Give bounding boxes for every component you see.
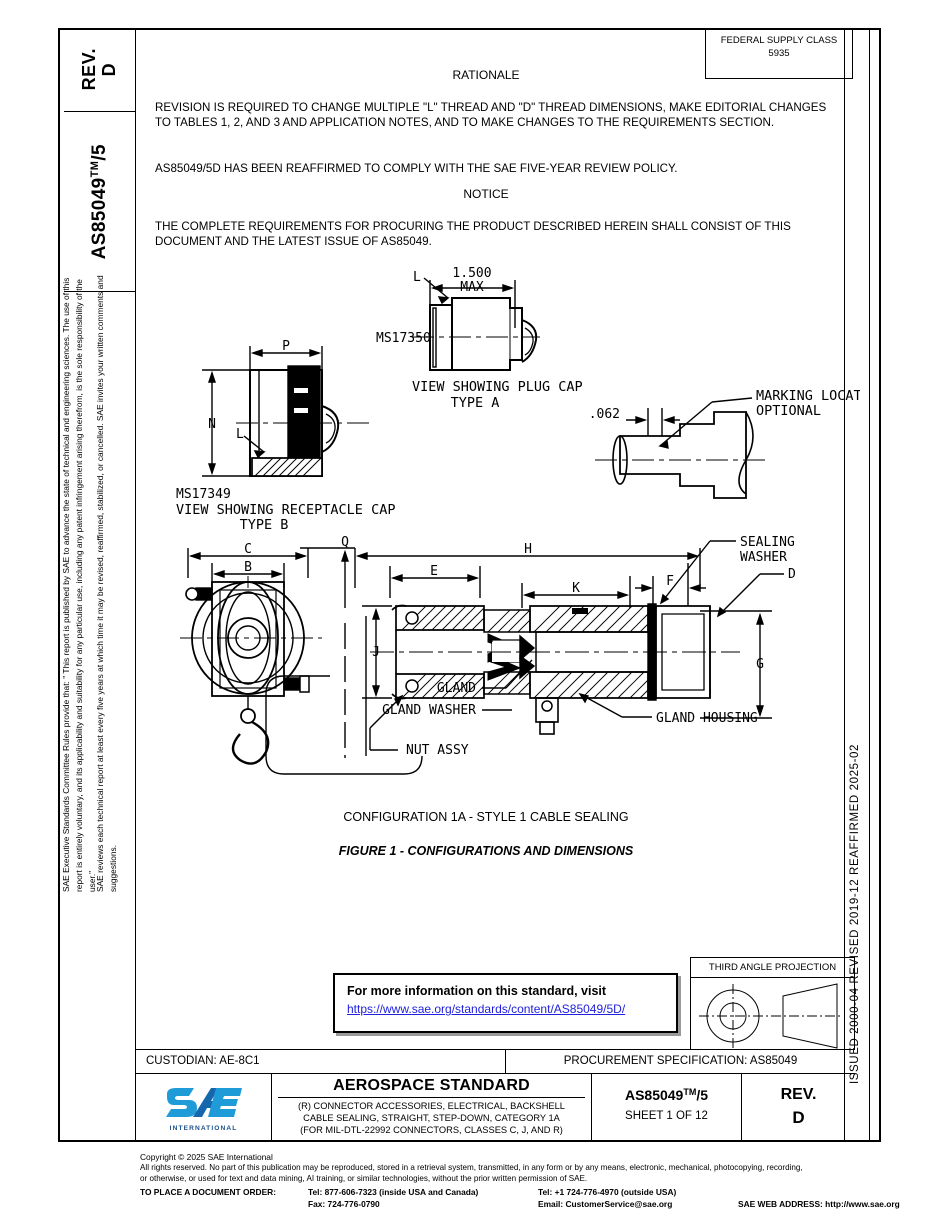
desc-line-2: CABLE SEALING, STRAIGHT, STEP-DOWN, CATE… <box>303 1112 560 1123</box>
third-angle-symbol <box>699 983 841 1049</box>
standard-info-box: For more information on this standard, v… <box>333 973 678 1033</box>
plug-dim-value: 1.500 <box>452 266 491 281</box>
assembly-dim-h: H <box>524 542 532 557</box>
label-sealing-washer-1: SEALING <box>740 535 795 550</box>
notice-text: THE COMPLETE REQUIREMENTS FOR PROCURING … <box>155 220 791 249</box>
label-nut-assy: NUT ASSY <box>406 743 469 758</box>
custodian-label: CUSTODIAN: AE-8C1 <box>136 1050 506 1073</box>
configuration-caption: CONFIGURATION 1A - STYLE 1 CABLE SEALING <box>343 810 629 824</box>
label-gland-housing: GLAND HOUSING <box>656 711 758 726</box>
tb-rev-label: REV. <box>780 1086 817 1103</box>
tel-usa: Tel: 877-606-7323 (inside USA and Canada… <box>308 1186 479 1197</box>
figure-caption: FIGURE 1 - CONFIGURATIONS AND DIMENSIONS <box>338 844 634 858</box>
plug-caption-1: VIEW SHOWING PLUG CAP <box>412 379 583 395</box>
link-box-heading: For more information on this standard, v… <box>347 984 607 998</box>
assembly-dim-f: F <box>666 574 674 589</box>
order-label: TO PLACE A DOCUMENT ORDER: <box>140 1186 277 1197</box>
front-dim-b: B <box>244 560 252 575</box>
order-label-spacer <box>140 1199 308 1209</box>
legal-notice-vertical: SAE Executive Standards Committee Rules … <box>60 272 136 1152</box>
sae-logo-cell: INTERNATIONAL <box>136 1074 272 1142</box>
web-address: SAE WEB ADDRESS: http://www.sae.org <box>738 1198 900 1209</box>
standard-type: AEROSPACE STANDARD <box>333 1077 530 1094</box>
third-angle-projection-box: THIRD ANGLE PROJECTION <box>690 957 855 1050</box>
tb-doc-number: AS85049 <box>624 1087 684 1103</box>
fsc-value: 5935 <box>768 47 790 59</box>
trademark-symbol: TM <box>88 160 101 178</box>
standard-type-cell: AEROSPACE STANDARD (R) CONNECTOR ACCESSO… <box>272 1074 592 1142</box>
label-gland-washer: GLAND WASHER <box>382 703 476 718</box>
third-angle-title: THIRD ANGLE PROJECTION <box>691 958 854 978</box>
recep-dim-n: N <box>208 417 216 432</box>
revision-box: REV. D <box>64 28 135 112</box>
custodian-row: CUSTODIAN: AE-8C1 PROCUREMENT SPECIFICAT… <box>136 1049 855 1074</box>
doc-number: AS85049 <box>88 177 110 260</box>
plug-part-number: MS17350 <box>376 331 431 346</box>
tb-doc-suffix: /5 <box>696 1087 709 1103</box>
tb-trademark-symbol: TM <box>683 1087 697 1097</box>
title-block: INTERNATIONAL AEROSPACE STANDARD (R) CON… <box>136 1074 855 1142</box>
plug-leader-l: L <box>413 270 421 285</box>
rights-line-1: All rights reserved. No part of this pub… <box>140 1163 803 1172</box>
legal-paragraph-1: SAE Executive Standards Committee Rules … <box>61 275 98 892</box>
rationale-text-1: REVISION IS REQUIRED TO CHANGE MULTIPLE … <box>155 101 827 130</box>
marking-label-1: MARKING LOCATION <box>756 388 860 404</box>
tel-international: Tel: +1 724-776-4970 (outside USA) <box>538 1186 677 1197</box>
title-divider <box>278 1097 585 1098</box>
notice-heading: NOTICE <box>463 187 509 201</box>
front-dim-c: C <box>244 542 252 557</box>
standard-url-link[interactable]: https://www.sae.org/standards/content/AS… <box>347 1002 626 1016</box>
desc-line-3: (FOR MIL-DTL-22992 CONNECTORS, CLASSES C… <box>300 1124 563 1135</box>
document-number-box: AS85049TM/5 <box>64 112 135 292</box>
email-address: Email: CustomerService@sae.org <box>538 1198 673 1209</box>
doc-suffix: /5 <box>88 143 110 161</box>
document-number-cell: AS85049TM/5 SHEET 1 OF 12 <box>592 1074 742 1142</box>
recep-caption-2: TYPE B <box>240 517 289 533</box>
fax-number: Fax: 724-776-0790 <box>308 1198 380 1209</box>
revision-label: REV. <box>79 48 100 91</box>
sae-logo: INTERNATIONAL <box>158 1085 250 1132</box>
label-gland: GLAND <box>437 681 476 696</box>
label-sealing-washer-2: WASHER <box>740 550 787 565</box>
recep-dim-p: P <box>282 339 290 354</box>
sheet-number: SHEET 1 OF 12 <box>625 1110 708 1122</box>
plug-caption-2: TYPE A <box>451 395 500 411</box>
federal-supply-class-box: FEDERAL SUPPLY CLASS 5935 <box>705 29 853 79</box>
copyright-line: Copyright © 2025 SAE International <box>140 1152 273 1162</box>
engineering-drawing-svg: 1.500 MAX L MS17350 VIEW SHOWING PLUG CA… <box>176 266 860 775</box>
copyright-footer: Copyright © 2025 SAE International All r… <box>140 1152 945 1209</box>
legal-paragraph-2: SAE reviews each technical report at lea… <box>95 273 119 892</box>
rationale-text-2: AS85049/5D HAS BEEN REAFFIRMED TO COMPLY… <box>155 162 678 175</box>
assembly-dim-g: G <box>756 657 764 672</box>
revision-value: D <box>99 62 120 77</box>
recep-part-number: MS17349 <box>176 487 231 502</box>
recep-leader-l: L <box>236 427 244 442</box>
desc-line-1: (R) CONNECTOR ACCESSORIES, ELECTRICAL, B… <box>298 1101 565 1111</box>
fsc-label: FEDERAL SUPPLY CLASS <box>720 35 838 46</box>
marking-dim: .062 <box>589 407 620 422</box>
sae-logo-subtitle: INTERNATIONAL <box>169 1124 238 1132</box>
procurement-spec-label: PROCUREMENT SPECIFICATION: AS85049 <box>563 1055 798 1067</box>
plug-dim-note: MAX <box>460 280 484 295</box>
page-border-inner <box>64 28 870 1142</box>
left-spine-column: REV. D AS85049TM/5 <box>64 28 136 1142</box>
marking-label-2: OPTIONAL <box>756 403 821 419</box>
assembly-dim-k: K <box>572 581 580 596</box>
rationale-heading: RATIONALE <box>452 68 520 82</box>
revision-cell: REV. D <box>742 1074 855 1142</box>
assembly-dim-e: E <box>430 564 438 579</box>
recep-caption-1: VIEW SHOWING RECEPTACLE CAP <box>176 502 395 518</box>
rights-line-2: or otherwise, or used for text and data … <box>140 1173 588 1183</box>
assembly-dim-q: Q <box>341 535 349 550</box>
tb-rev-value: D <box>792 1108 805 1127</box>
assembly-dim-d: D <box>788 567 796 582</box>
figure-1-drawing: 1.500 MAX L MS17350 VIEW SHOWING PLUG CA… <box>140 258 860 818</box>
sae-logo-icon <box>165 1087 242 1117</box>
